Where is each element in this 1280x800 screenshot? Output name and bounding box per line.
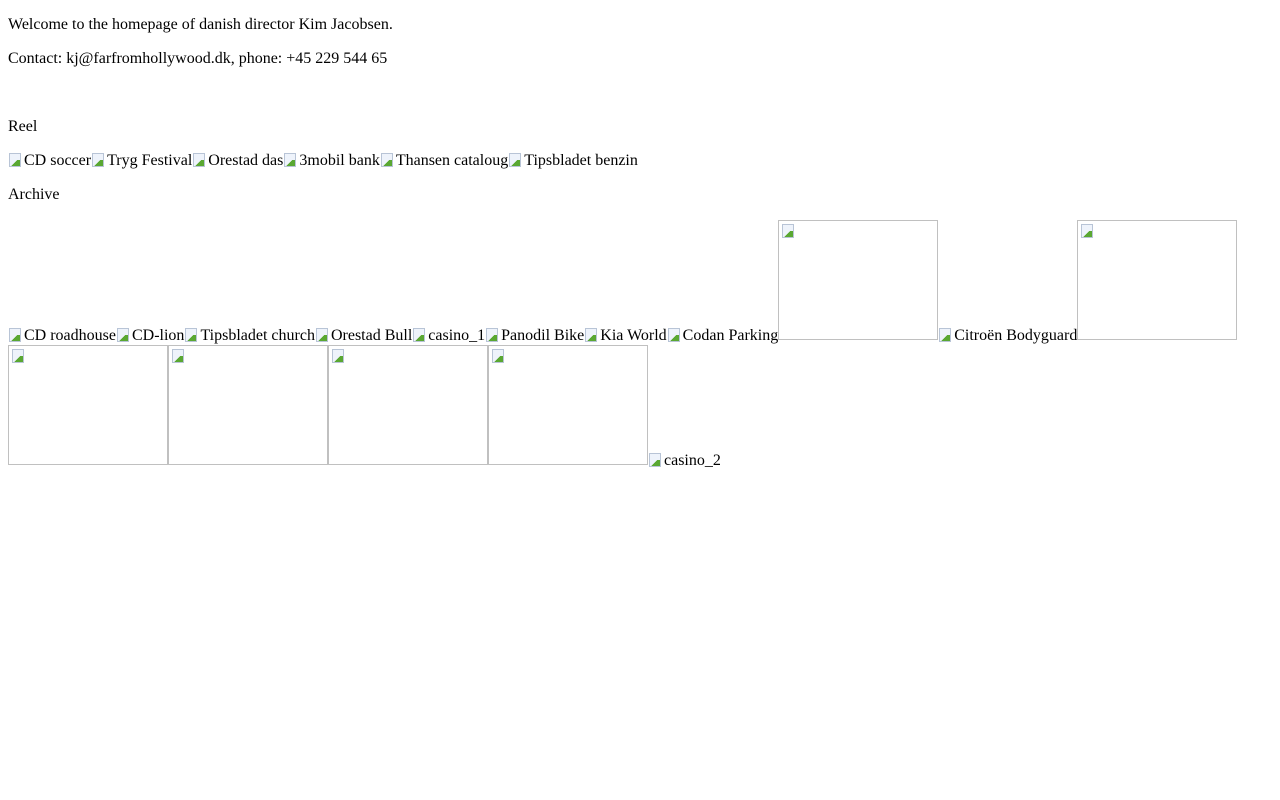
contact-text: Contact: kj@farfromhollywood.dk, phone: … bbox=[8, 50, 388, 67]
archive-image-placeholder[interactable] bbox=[168, 345, 328, 465]
broken-image-icon bbox=[938, 327, 954, 343]
archive-image[interactable]: CD roadhouse bbox=[8, 327, 116, 344]
archive-image-placeholder[interactable] bbox=[8, 345, 168, 465]
reel-image[interactable]: CD soccer bbox=[8, 152, 91, 169]
archive-image[interactable]: Tipsbladet church bbox=[184, 327, 315, 344]
archive-image[interactable]: casino_2 bbox=[648, 452, 721, 469]
broken-image-icon bbox=[781, 223, 797, 239]
reel-image[interactable]: Tipsbladet benzin bbox=[508, 152, 638, 169]
broken-image-icon bbox=[11, 348, 27, 364]
broken-image-icon bbox=[412, 327, 428, 343]
broken-image-icon bbox=[1080, 223, 1096, 239]
archive-image[interactable]: Citroën Bodyguard bbox=[938, 327, 1077, 344]
broken-image-icon bbox=[283, 152, 299, 168]
archive-image[interactable]: CD-lion bbox=[116, 327, 184, 344]
broken-image-icon bbox=[8, 327, 24, 343]
reel-image[interactable]: 3mobil bank bbox=[283, 152, 380, 169]
broken-image-icon bbox=[584, 327, 600, 343]
archive-image-placeholder[interactable] bbox=[1077, 220, 1238, 340]
broken-image-icon bbox=[315, 327, 331, 343]
archive-image[interactable]: Panodil Bike bbox=[485, 327, 584, 344]
reel-image[interactable]: Thansen cataloug bbox=[380, 152, 508, 169]
empty-paragraph bbox=[8, 84, 1272, 102]
archive-image[interactable]: Kia World bbox=[584, 327, 667, 344]
archive-image[interactable]: Codan Parking bbox=[667, 327, 778, 344]
broken-image-icon bbox=[491, 348, 507, 364]
reel-heading: Reel bbox=[8, 118, 38, 135]
broken-image-icon bbox=[508, 152, 524, 168]
broken-image-icon bbox=[192, 152, 208, 168]
intro-text: Welcome to the homepage of danish direct… bbox=[8, 16, 393, 33]
archive-image-placeholder[interactable] bbox=[488, 345, 648, 465]
broken-image-icon bbox=[667, 327, 683, 343]
broken-image-icon bbox=[171, 348, 187, 364]
archive-heading: Archive bbox=[8, 186, 60, 203]
broken-image-icon bbox=[380, 152, 396, 168]
broken-image-icon bbox=[116, 327, 132, 343]
reel-image[interactable]: Tryg Festival bbox=[91, 152, 192, 169]
broken-image-icon bbox=[91, 152, 107, 168]
archive-image[interactable]: casino_1 bbox=[412, 327, 485, 344]
archive-image-placeholder[interactable] bbox=[328, 345, 488, 465]
reel-image[interactable]: Orestad das bbox=[192, 152, 283, 169]
broken-image-icon bbox=[331, 348, 347, 364]
archive-image[interactable]: Orestad Bull bbox=[315, 327, 412, 344]
broken-image-icon bbox=[184, 327, 200, 343]
broken-image-icon bbox=[485, 327, 501, 343]
broken-image-icon bbox=[648, 452, 664, 468]
archive-image-placeholder[interactable] bbox=[778, 220, 939, 340]
broken-image-icon bbox=[8, 152, 24, 168]
